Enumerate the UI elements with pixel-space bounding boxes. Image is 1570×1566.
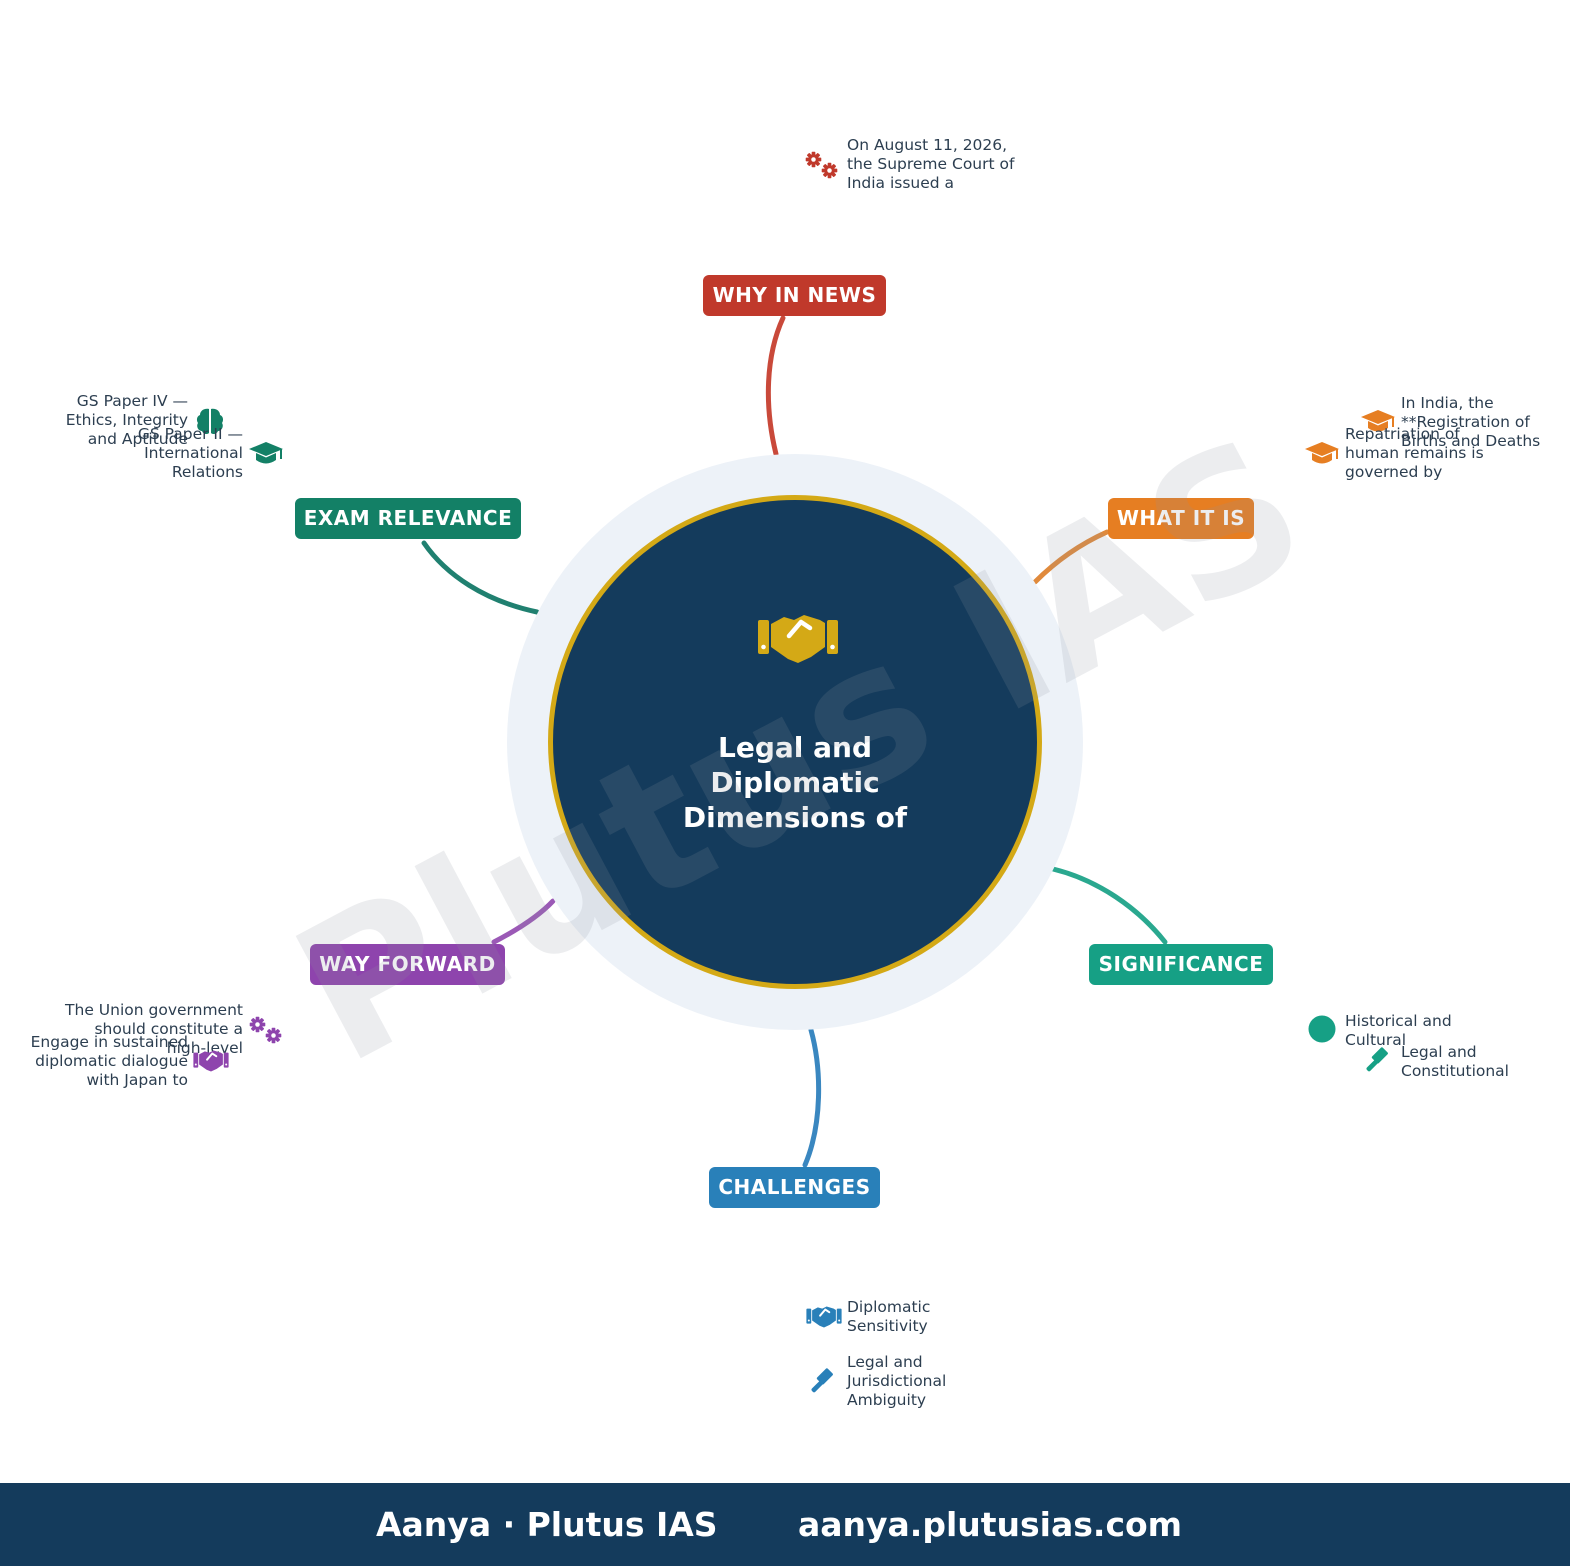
badge-exam-relevance[interactable]: EXAM RELEVANCE [295, 498, 521, 539]
handshake-icon [193, 1050, 229, 1072]
badge-what-it-is[interactable]: WHAT IT IS [1108, 498, 1254, 539]
footer-brand: Aanya · Plutus IAS [376, 1505, 718, 1544]
branch-connectors [421, 315, 1168, 1168]
footer-bar: Aanya · Plutus IAS aanya.plutusias.com [0, 1483, 1570, 1566]
graduation-cap-icon [248, 440, 284, 466]
graduation-cap-icon [1304, 440, 1340, 466]
central-topic-title: Legal and Diplomatic Dimensions of [682, 731, 908, 834]
connector-exam-relevance [421, 540, 540, 615]
badge-why-in-news[interactable]: WHY IN NEWS [703, 275, 886, 316]
badge-way-forward[interactable]: WAY FORWARD [310, 944, 505, 985]
handshake-icon [806, 1306, 842, 1328]
badge-challenges[interactable]: CHALLENGES [709, 1167, 880, 1208]
handshake-icon [758, 612, 838, 666]
gears-icon [249, 1016, 285, 1046]
connector-why-in-news [765, 315, 786, 457]
challenges-item-1: Diplomatic Sensitivity [847, 1298, 931, 1335]
connector-significance [1050, 866, 1168, 945]
why-in-news-item-1: On August 11, 2026, the Supreme Court of… [847, 136, 1015, 192]
central-hub: Legal and Diplomatic Dimensions of [548, 495, 1042, 989]
significance-item-2: Legal and Constitutional [1401, 1043, 1509, 1080]
what-it-is-item-1: In India, the **Registration of Births a… [1401, 394, 1541, 450]
way-forward-item-1: The Union government should constitute a… [65, 1001, 243, 1057]
footer-url[interactable]: aanya.plutusias.com [798, 1505, 1183, 1544]
badge-significance[interactable]: SIGNIFICANCE [1089, 944, 1273, 985]
exam-relevance-item-2: GS Paper II — International Relations [137, 425, 243, 481]
connector-way-forward [491, 898, 556, 945]
gears-icon [805, 151, 841, 181]
exam-relevance-item-1: GS Paper IV — Ethics, Integrity and Apti… [65, 392, 188, 448]
challenges-item-2: Legal and Jurisdictional Ambiguity [847, 1353, 947, 1409]
connector-what-it-is [1032, 529, 1110, 585]
what-it-is-item-2: Repatriation of human remains is governe… [1345, 425, 1484, 481]
circle-icon [1308, 1015, 1336, 1043]
connector-challenges [802, 1027, 822, 1168]
significance-item-1: Historical and Cultural [1345, 1012, 1452, 1049]
way-forward-item-2: Engage in sustained diplomatic dialogue … [30, 1033, 188, 1089]
gavel-icon [1363, 1046, 1393, 1076]
gavel-icon [808, 1367, 838, 1397]
